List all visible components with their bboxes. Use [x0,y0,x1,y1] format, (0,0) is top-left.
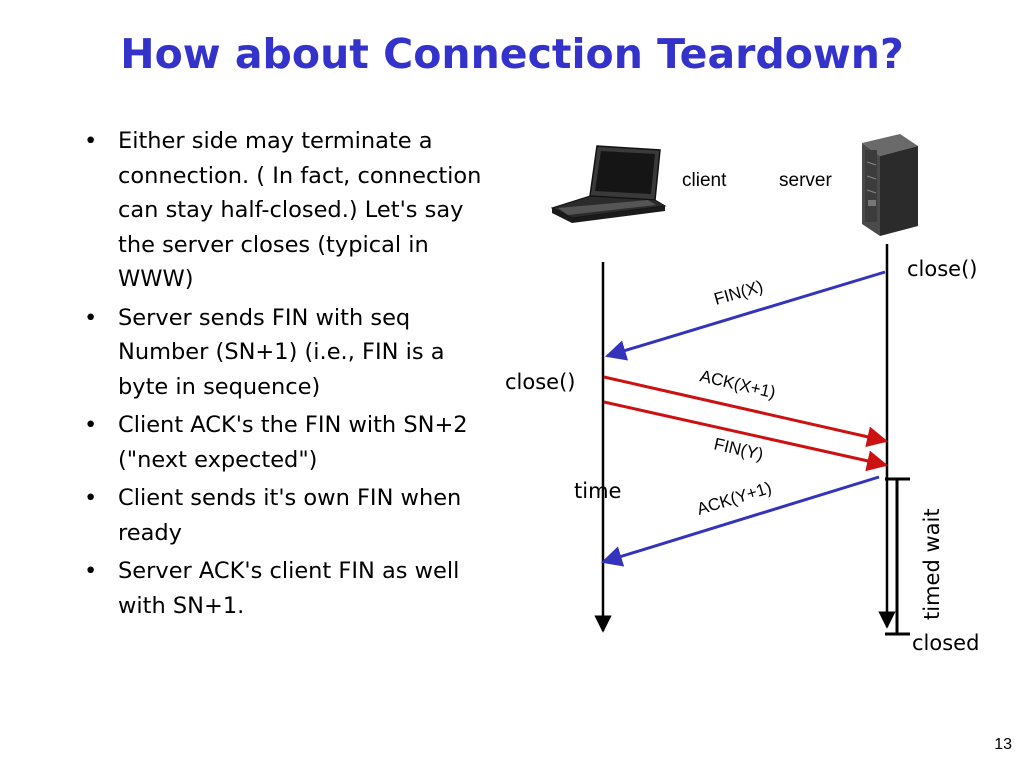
bullet-item: • Client ACK's the FIN with SN+2 ("next e… [84,408,494,477]
bullet-item: • Server sends FIN with seq Number (SN+1)… [84,301,494,405]
bullet-text: Either side may terminate a connection. … [118,128,482,292]
timed-wait-label: timed wait [920,508,944,620]
bullet-item: • Either side may terminate a connection.… [84,124,494,297]
bullet-item: • Client sends it's own FIN when ready [84,481,494,550]
server-label: server [779,170,832,191]
slide-title: How about Connection Teardown? [120,30,904,78]
bullet-glyph: • [84,412,98,438]
client-close-label: close() [505,370,575,394]
ack-x1-label: ACK(X+1) [698,366,777,402]
bullet-glyph: • [84,558,98,584]
timed-wait-bracket [885,477,910,636]
bullet-text: Client ACK's the FIN with SN+2 ("next ex… [118,412,468,473]
fin-y-label: FIN(Y) [712,434,765,464]
bullet-list: • Either side may terminate a connection.… [84,124,494,627]
server-tower-icon [862,134,918,236]
bullet-text: Server sends FIN with seq Number (SN+1) … [118,304,445,400]
server-close-label: close() [907,257,977,281]
fin-x-arrow [604,270,886,361]
bullet-text: Server ACK's client FIN as well with SN+… [118,558,460,619]
bullet-glyph: • [84,128,98,154]
time-label: time [574,479,621,503]
bullet-glyph: • [84,304,98,331]
bullet-item: • Server ACK's client FIN as well with SN… [84,554,494,623]
fin-y-arrow [603,400,889,472]
bullet-glyph: • [84,485,98,511]
ack-y1-arrow [600,475,880,567]
bullet-text: Client sends it's own FIN when ready [118,485,462,546]
laptop-icon [550,145,667,223]
page-number: 13 [994,736,1012,753]
ack-x1-arrow [603,375,889,448]
client-label: client [682,170,727,191]
fin-x-label: FIN(X) [712,277,765,309]
closed-label: closed [912,631,979,655]
